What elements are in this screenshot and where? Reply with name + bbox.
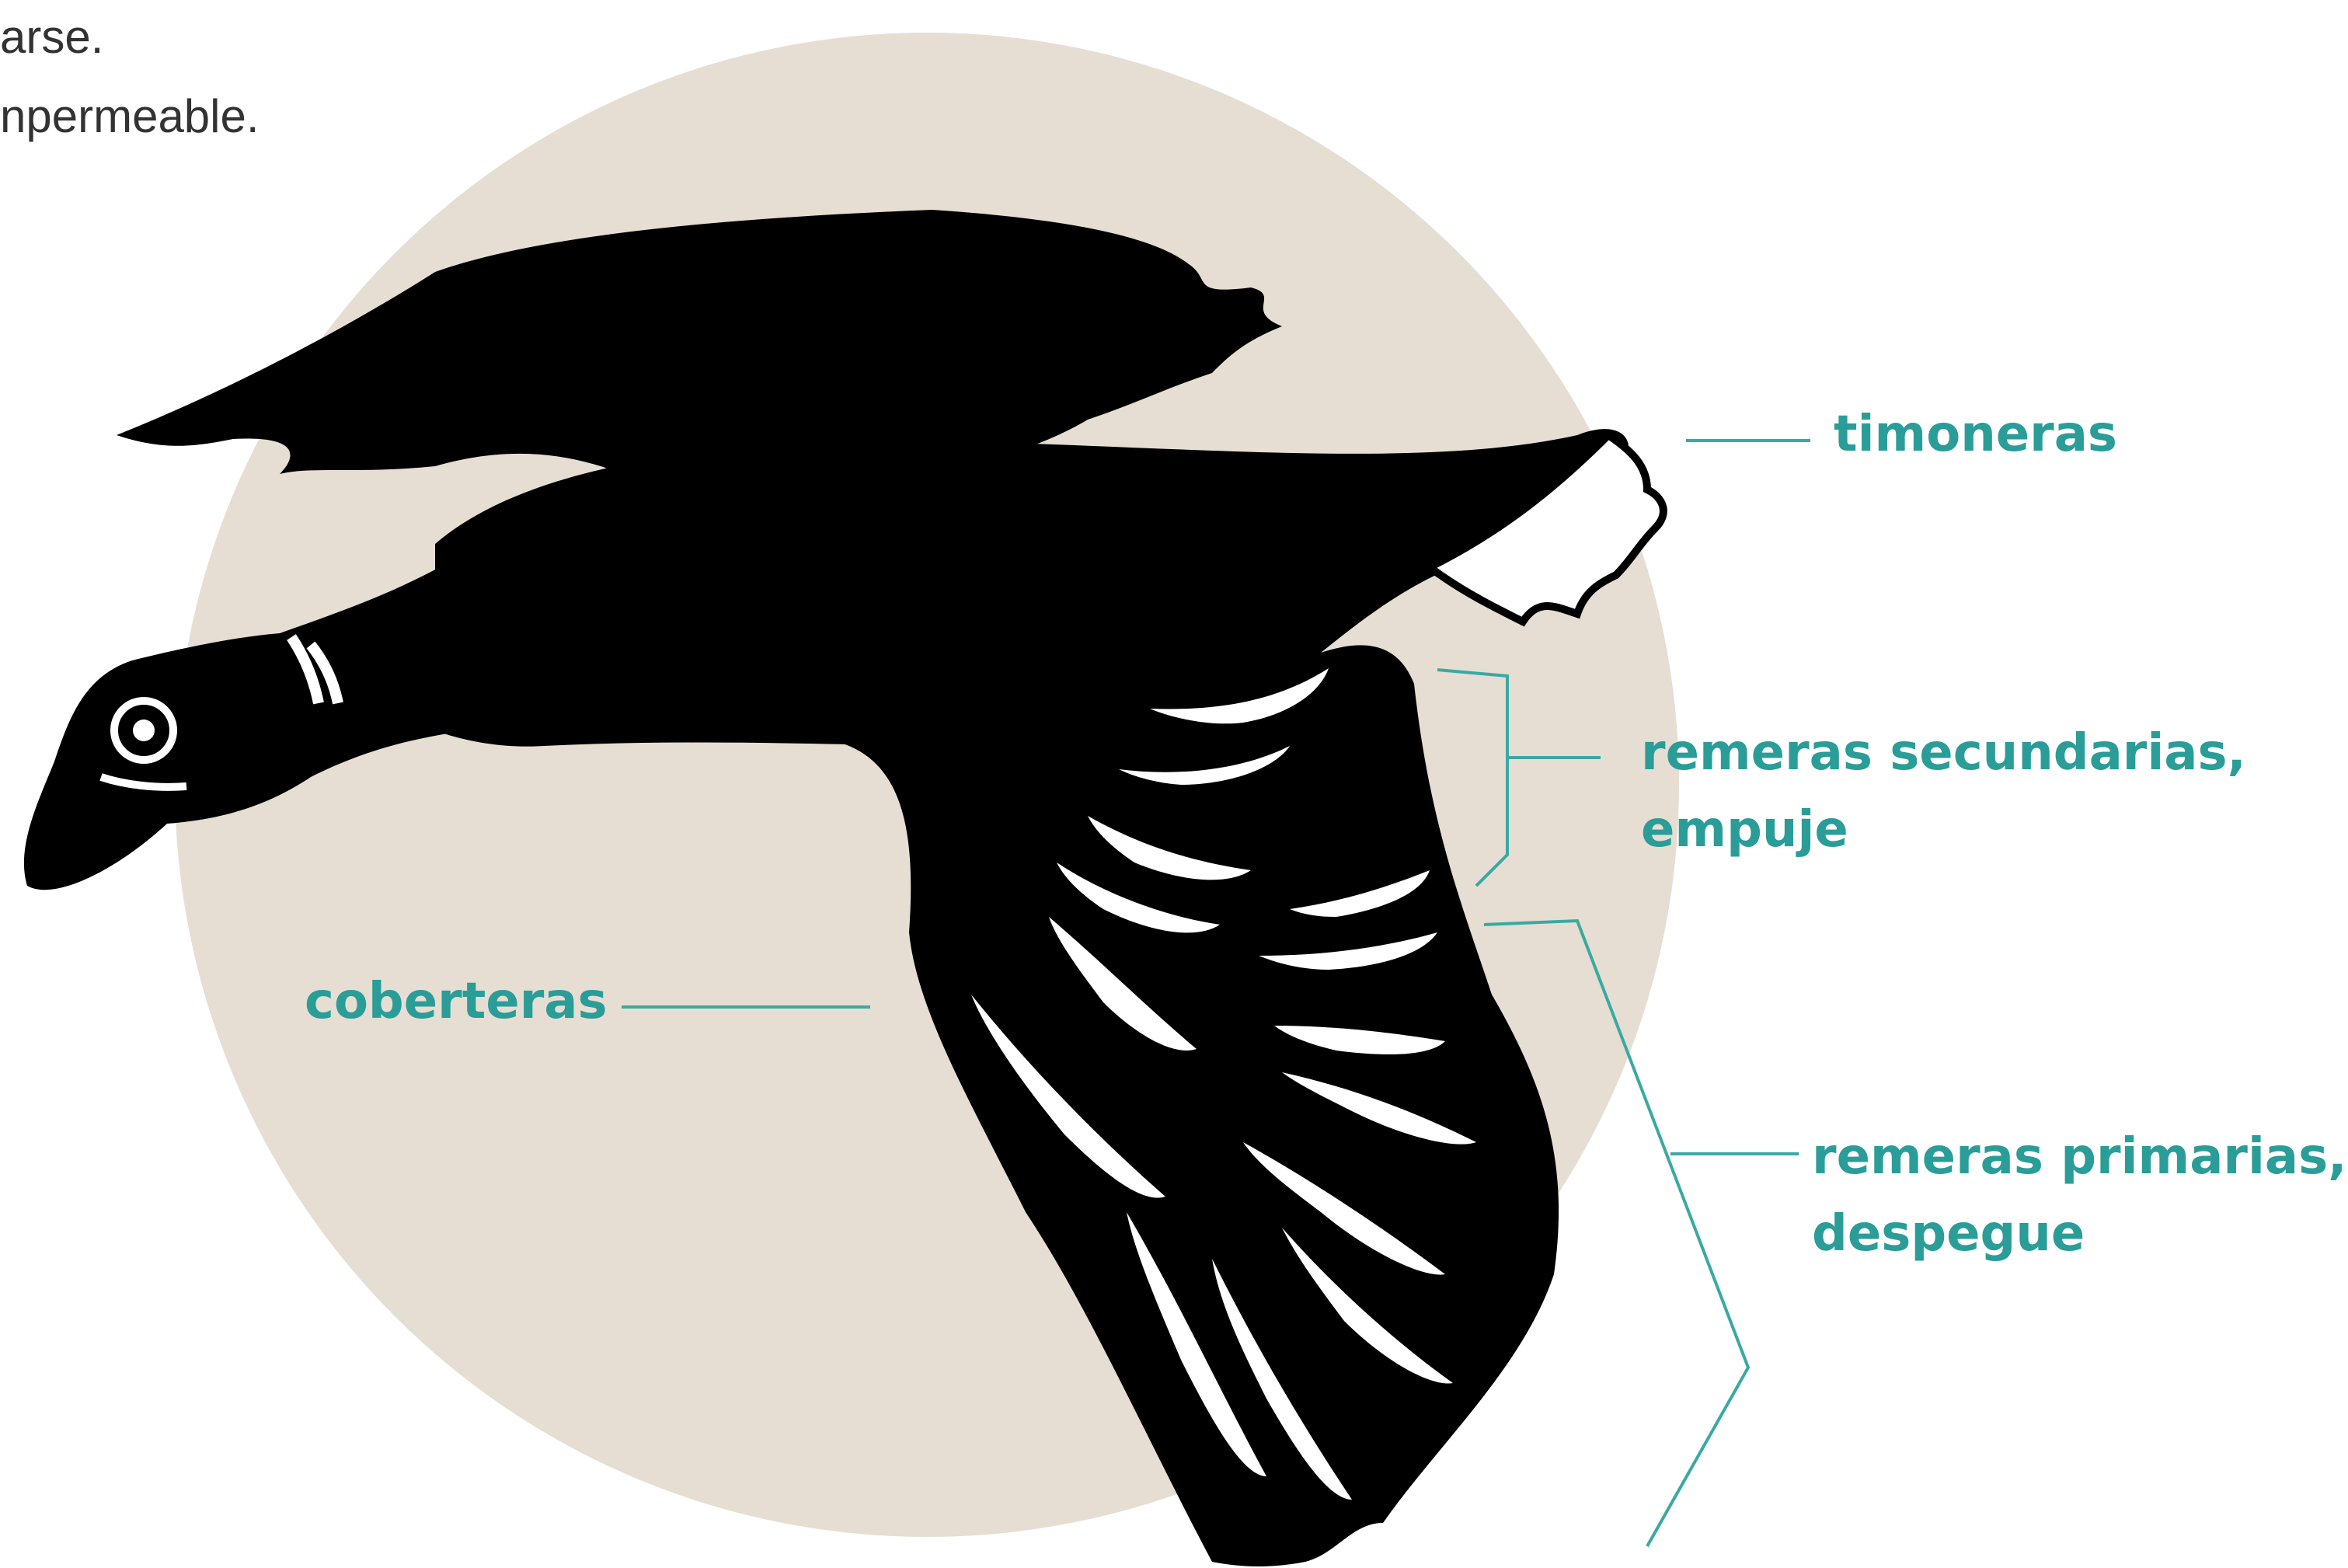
label-secundarias-line-1: remeras secundarias, [1641,715,2246,792]
label-timoneras: timoneras [1834,396,2117,473]
label-remeras-primarias: remeras primarias, despegue [1812,1119,2346,1273]
label-primarias-line-1: remeras primarias, [1812,1119,2346,1196]
eye [133,720,155,741]
label-secundarias-line-2: empuje [1641,792,2246,869]
label-coberteras-text: coberteras [305,973,608,1030]
label-remeras-secundarias: remeras secundarias, empuje [1641,715,2246,869]
label-primarias-line-2: despegue [1812,1196,2346,1273]
label-coberteras: coberteras [305,963,608,1040]
label-timoneras-text: timoneras [1834,406,2117,463]
